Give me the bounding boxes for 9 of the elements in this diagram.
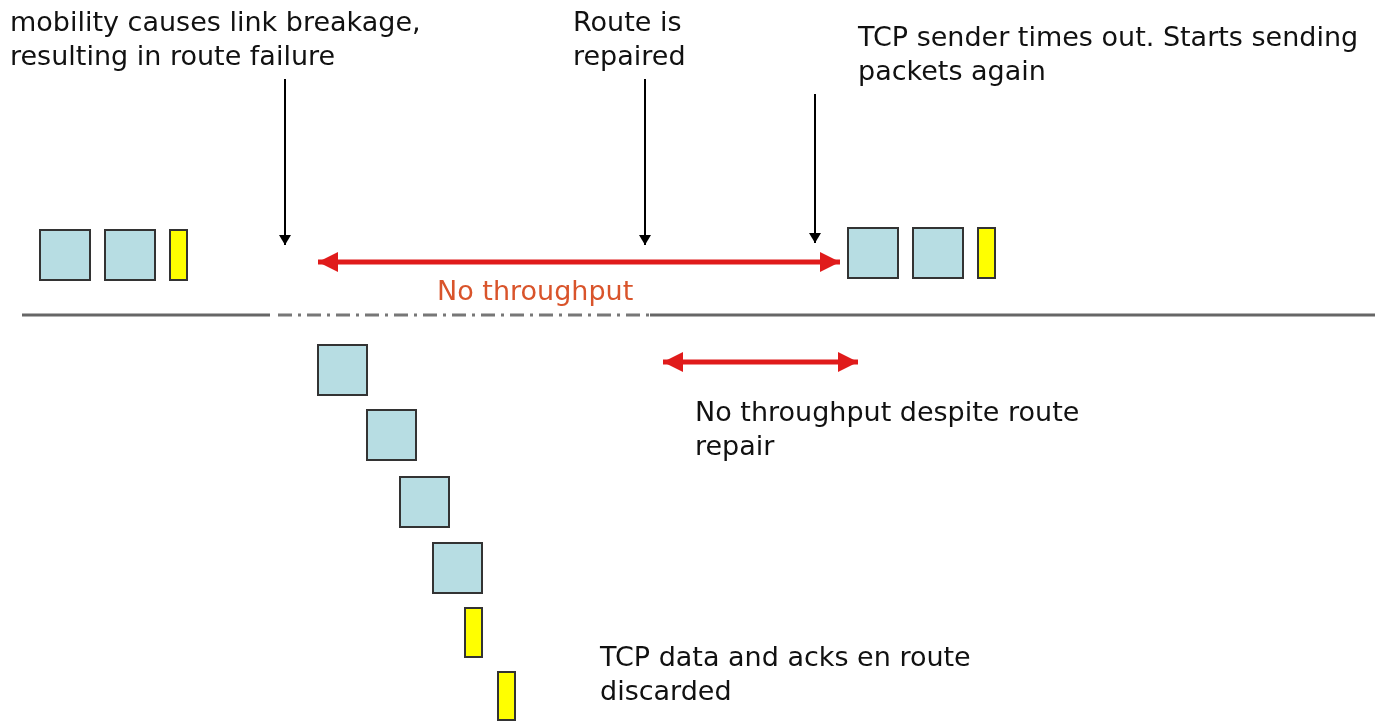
callout-text: TCP sender times out. Starts sending packets again <box>808 20 1375 88</box>
leader-line <box>809 93 821 244</box>
callout-text: Route is repaired <box>573 5 733 73</box>
leader-line <box>639 78 651 246</box>
span-label: No throughput <box>437 274 635 308</box>
leader-line <box>279 78 291 246</box>
note-text: TCP data and acks en route discarded <box>600 640 972 708</box>
span-label: No throughput despite route repair <box>695 395 1081 463</box>
callout-text: mobility causes link breakage, resulting in route failure <box>10 5 510 73</box>
